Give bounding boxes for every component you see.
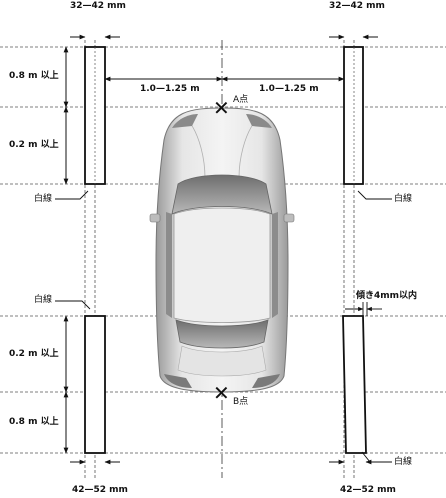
leader-bl [55,300,91,310]
tilt-label: 傾き4mm以内 [356,291,418,301]
white-lines [84,46,367,454]
car-illustration [149,107,295,393]
point-b-label: B点 [233,397,249,407]
mirror-left [149,213,161,223]
distance-label-02-bottom: 0.2 m 以上 [9,349,59,359]
width-dimensions [70,34,380,465]
white-line-bottom-left [84,315,106,454]
white-line-label-top-right: 白線 [394,194,413,204]
white-line-label-bottom-left: 白線 [34,295,53,305]
white-line-label-bottom-right: 白線 [394,457,413,467]
leader-tl [55,190,89,200]
point-a-label: A点 [233,95,249,105]
taillight-left [164,374,192,388]
white-line-label-top-left: 白線 [34,194,53,204]
distance-label-02-top: 0.2 m 以上 [9,140,59,150]
width-label-bottom-right: 42—52 mm [340,485,396,495]
distance-label-08-bottom: 0.8 m 以上 [9,417,59,427]
gap-label-left: 1.0—1.25 m [140,84,200,94]
point-a-marker: ✕ [213,96,230,120]
headlight-right [246,114,272,128]
windshield [171,174,273,215]
point-b-marker: ✕ [213,381,230,405]
rear-window [175,319,269,349]
side-window-left [166,212,172,318]
width-label-top-right: 32—42 mm [329,1,385,11]
white-line-top-right [343,46,364,185]
headlight-left [172,114,198,128]
leader-tr [357,190,392,200]
leader-br [361,451,392,463]
taillight-right [252,374,280,388]
width-label-bottom-left: 42—52 mm [72,485,128,495]
trunk [177,345,267,377]
gap-label-right: 1.0—1.25 m [259,84,319,94]
tilt-indicator [345,302,382,316]
side-window-right [272,212,278,318]
white-line-bottom-right-tilted [342,315,367,454]
distance-label-08-top: 0.8 m 以上 [9,71,59,81]
mirror-right [283,213,295,223]
width-label-top-left: 32—42 mm [70,1,126,11]
roof [173,207,271,323]
leader-lines [55,190,392,463]
